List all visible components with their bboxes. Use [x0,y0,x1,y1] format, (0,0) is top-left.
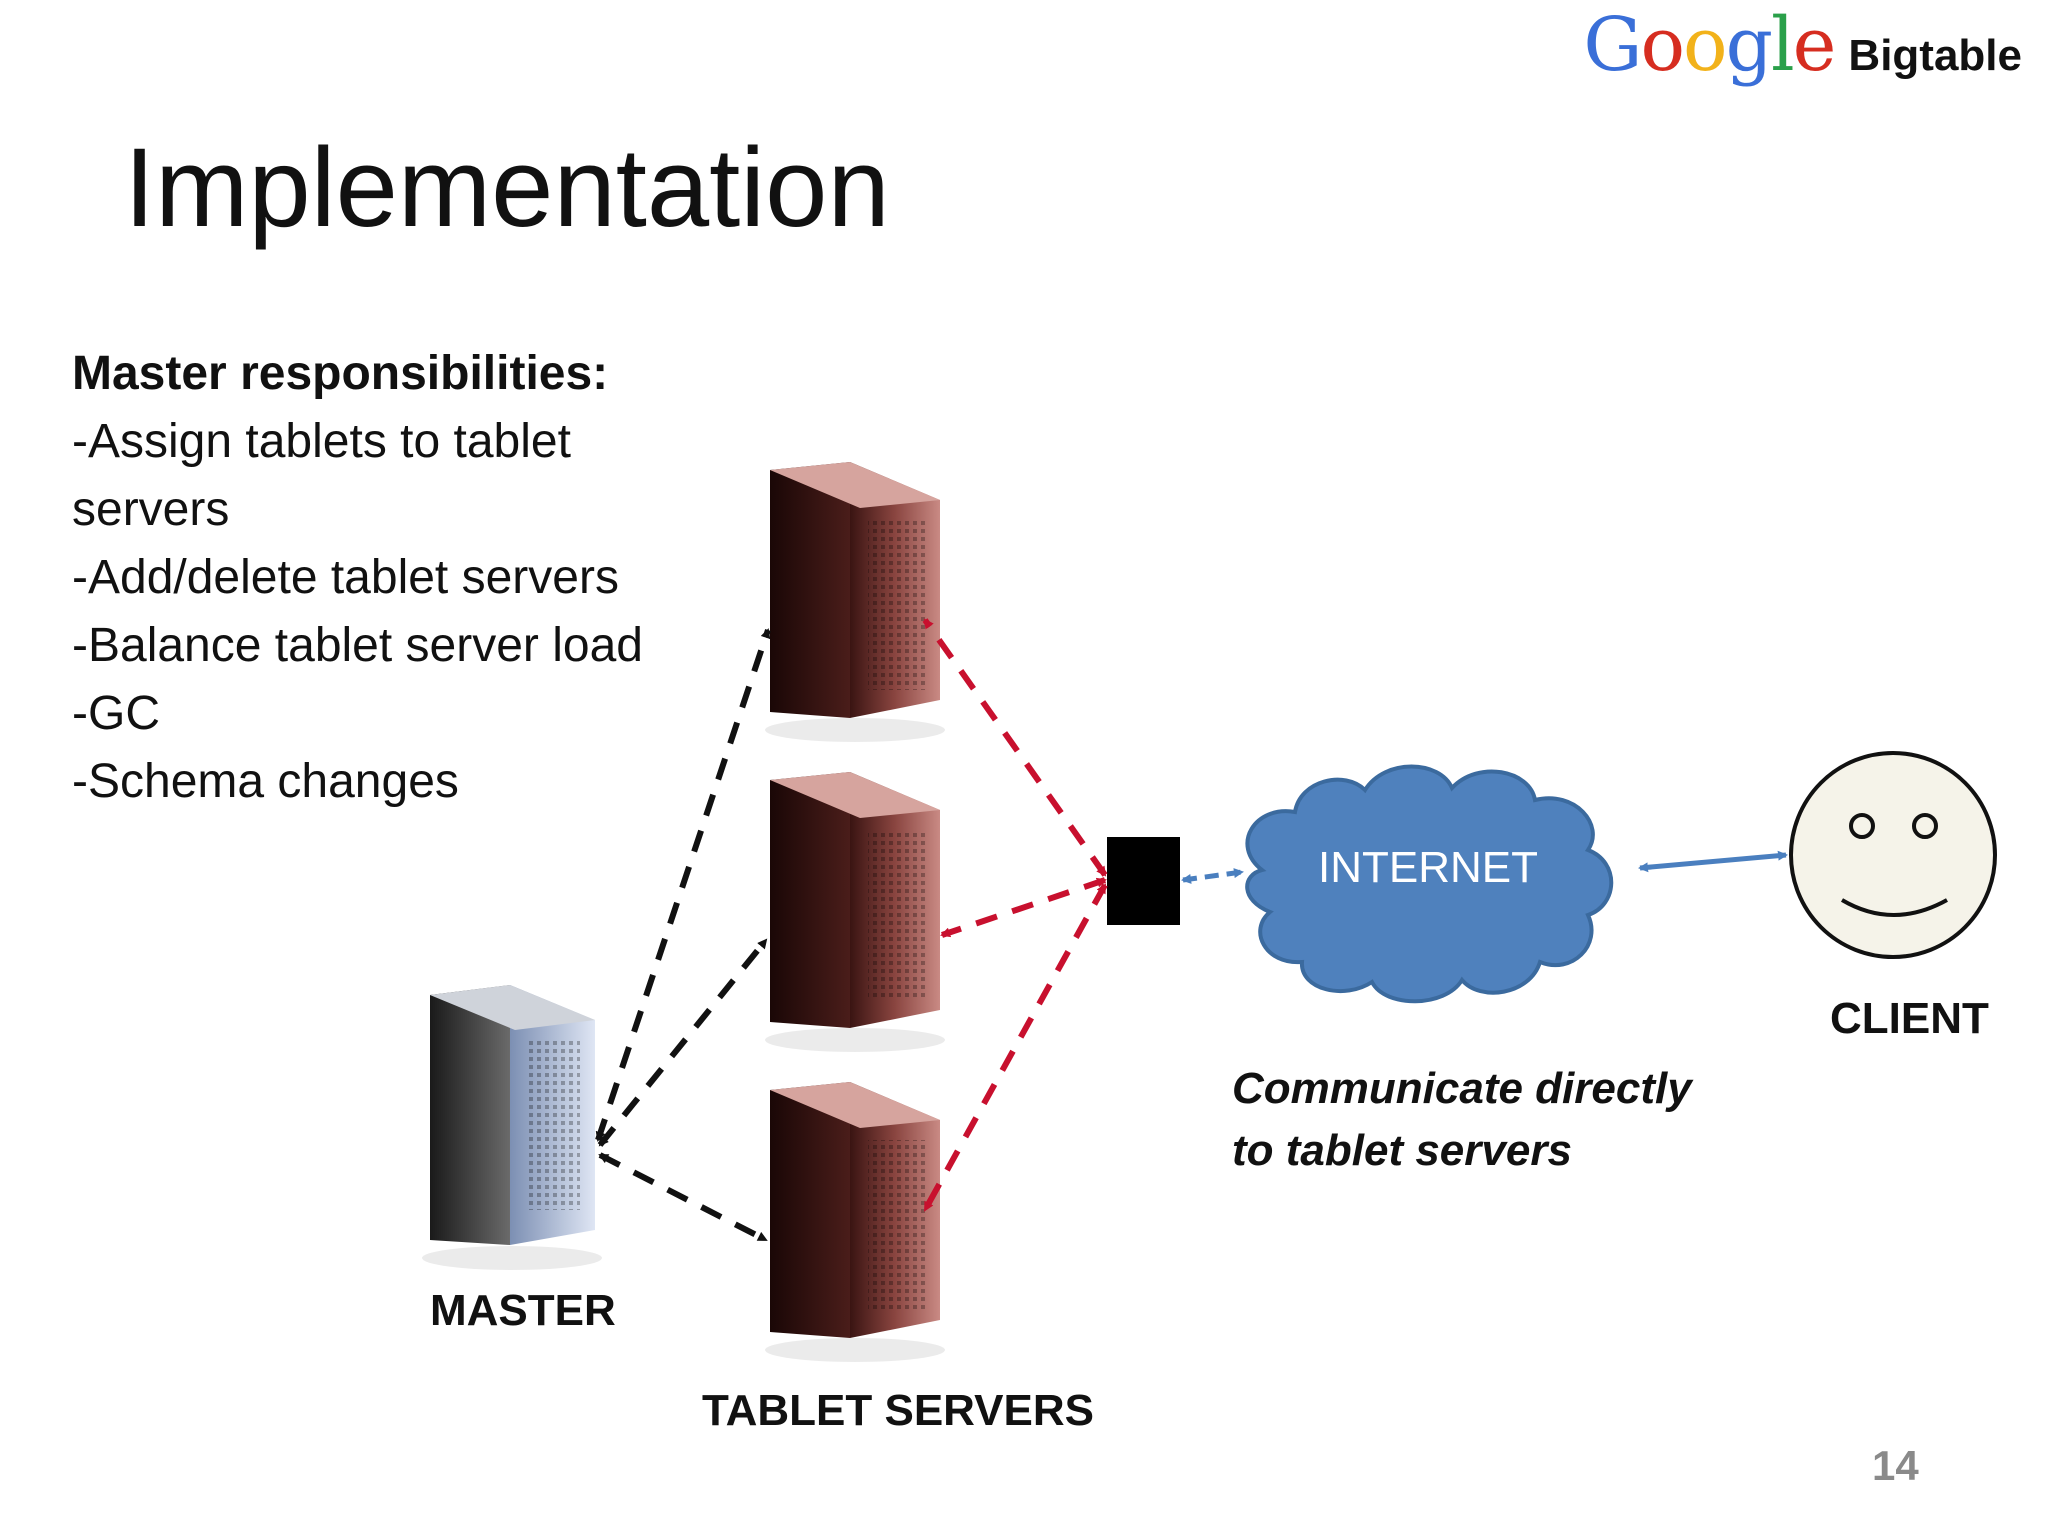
note-line: to tablet servers [1232,1126,1572,1175]
responsibility-item: -Add/delete tablet servers [72,551,619,604]
internet-cloud: INTERNET [1245,764,1614,1004]
client-face-icon [1789,751,1997,959]
product-name: Bigtable [1848,31,2022,80]
router-box [1107,837,1180,925]
internet-links [1181,850,1788,884]
client-links [922,618,1108,1212]
master-label: MASTER [430,1286,616,1335]
responsibility-item: -Balance tablet server load [72,619,643,672]
tablet-server-2 [765,772,945,1052]
master-server [422,985,602,1270]
logo-letter: l [1770,2,1795,88]
responsibility-item: servers [72,483,230,536]
tablet-servers-label: TABLET SERVERS [702,1386,1094,1435]
google-logo: Google [1583,8,1836,82]
page-number: 14 [1872,1442,1919,1489]
responsibility-item: -Assign tablets to tablet [72,415,571,468]
tablet-server-3 [765,1082,945,1362]
logo-letter: g [1725,2,1773,88]
logo-letter: G [1583,2,1642,88]
note-line: Communicate directly [1232,1064,1692,1113]
responsibility-item: -GC [72,687,160,740]
responsibilities-heading: Master responsibilities: [72,347,609,400]
communication-note: Communicate directly to tablet servers [1232,1058,1692,1182]
logo-letter: o [1683,2,1728,88]
logo-letter: o [1640,2,1685,88]
logo-letter: e [1792,2,1837,88]
tablet-server-1 [765,462,945,742]
client-label: CLIENT [1830,994,1989,1043]
slide-title: Implementation [124,125,890,250]
internet-label: INTERNET [1318,843,1538,892]
brand-header: Google Bigtable [1583,8,2022,82]
responsibility-item: -Schema changes [72,755,459,808]
master-links [595,628,771,1243]
responsibilities-list: Master responsibilities: -Assign tablets… [72,340,732,816]
